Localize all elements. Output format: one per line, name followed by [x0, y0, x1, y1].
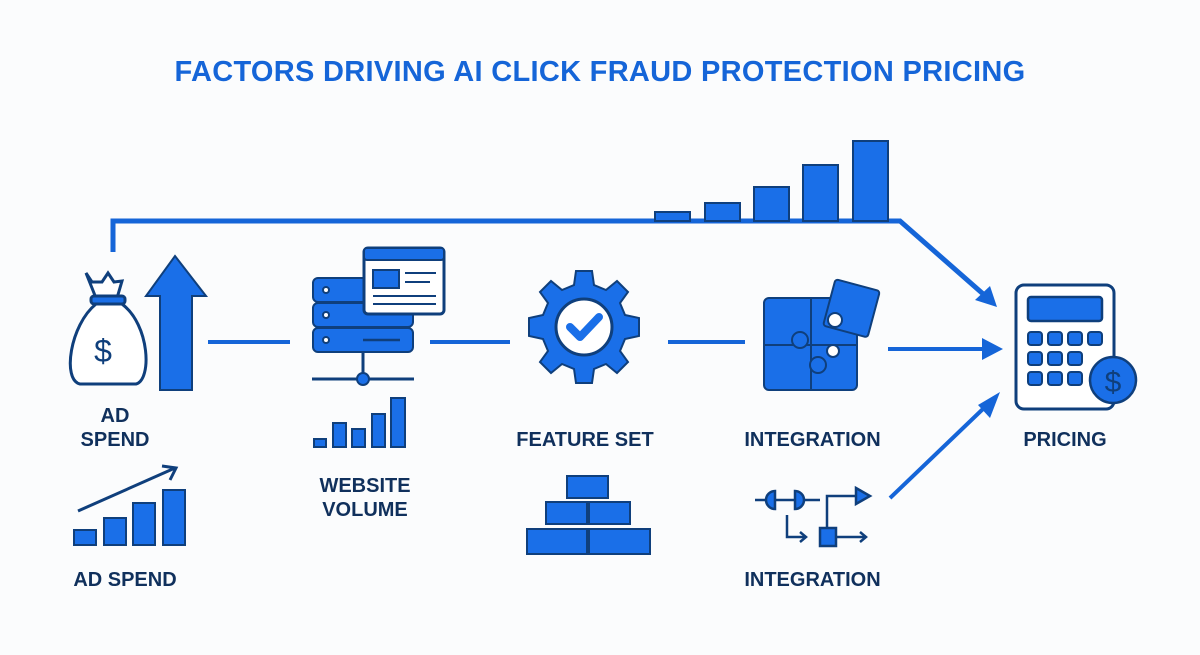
integration-sub-label: INTEGRATION — [744, 569, 881, 591]
calculator-dollar-icon: $ — [1014, 283, 1138, 411]
svg-text:$: $ — [94, 333, 112, 369]
top-connector-line — [110, 218, 997, 307]
rising-bar-chart-icon — [73, 464, 186, 546]
connector-lines — [208, 340, 987, 500]
page-title: FACTORS DRIVING AI CLICK FRAUD PROTECTIO… — [174, 56, 1026, 88]
arrowhead-icon — [982, 338, 1003, 360]
logic-flow-icon — [755, 485, 873, 548]
arrowhead-icon — [978, 392, 1000, 418]
growth-arrow-icon — [144, 254, 209, 391]
stacked-blocks-icon — [526, 475, 651, 555]
money-bag-icon: $ — [68, 270, 148, 386]
pricing-label: PRICING — [1023, 429, 1107, 451]
gear-check-icon — [528, 270, 640, 384]
top-bar-chart-icon — [654, 140, 889, 222]
label-line: AD — [100, 405, 130, 427]
website-volume-label: WEBSITE VOLUME — [295, 474, 435, 522]
label-line: WEBSITE — [319, 475, 411, 497]
puzzle-icon — [763, 278, 881, 391]
label-line: VOLUME — [322, 499, 408, 521]
ad-spend-label: AD SPEND — [60, 404, 170, 452]
server-browser-icon — [312, 246, 446, 386]
integration-label: INTEGRATION — [744, 429, 881, 451]
label-line: SPEND — [80, 429, 150, 451]
ad-spend-sub-label: AD SPEND — [73, 569, 177, 591]
bar-chart-icon — [313, 397, 406, 448]
feature-set-label: FEATURE SET — [516, 429, 654, 451]
svg-text:$: $ — [1105, 366, 1122, 399]
